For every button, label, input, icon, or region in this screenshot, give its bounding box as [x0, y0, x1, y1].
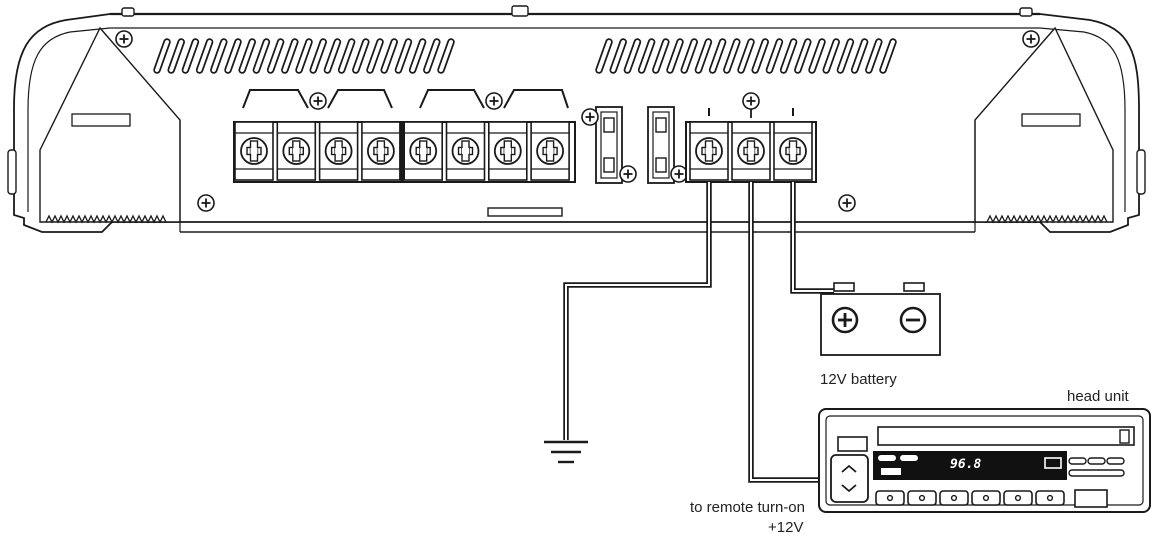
tune-rocker[interactable]	[830, 454, 869, 503]
preset-dot-icon	[1014, 494, 1022, 502]
ground-terminal	[689, 121, 729, 181]
bracket-screw-icon	[309, 92, 327, 110]
ground-wire	[563, 182, 712, 440]
speaker-bracket-right	[419, 89, 569, 110]
power-block-screw-icon	[742, 92, 760, 110]
preset-dot-icon	[1046, 494, 1054, 502]
amplifier	[7, 5, 1146, 233]
chevron-up-icon[interactable]	[841, 464, 857, 473]
power-wire	[790, 182, 834, 294]
power-terminal	[773, 121, 813, 181]
head-unit-display-frequency: 96.8	[950, 457, 982, 472]
head-unit	[818, 408, 1151, 513]
fuse-holder-1	[581, 106, 637, 184]
preset-dot-icon	[918, 494, 926, 502]
power-terminal-block	[685, 92, 817, 183]
remote-turn-on-label: to remote turn-on	[689, 499, 805, 516]
speaker-terminal	[360, 121, 401, 181]
head-unit-label: head unit	[1067, 388, 1129, 405]
speaker-terminal	[487, 121, 528, 181]
preset-buttons	[875, 490, 1065, 506]
speaker-terminal-block	[233, 121, 576, 183]
fuse-screw-icon	[581, 108, 599, 126]
fuse-holder-2	[647, 106, 688, 184]
battery	[820, 282, 941, 356]
speaker-terminal	[318, 121, 359, 181]
speaker-terminal	[276, 121, 317, 181]
chevron-down-icon[interactable]	[841, 484, 857, 493]
ground-symbol	[544, 440, 588, 464]
speaker-terminal	[445, 121, 486, 181]
remote-voltage-label: +12V	[768, 519, 804, 536]
remote-wire	[748, 182, 826, 483]
battery-label: 12V battery	[820, 371, 897, 388]
preset-dot-icon	[950, 494, 958, 502]
speaker-terminal	[234, 121, 274, 181]
bracket-screw-icon	[485, 92, 503, 110]
remote-terminal	[731, 121, 771, 181]
corner-screw-icon	[1022, 30, 1040, 48]
preset-dot-icon	[886, 494, 894, 502]
foot-serration-right	[986, 214, 1108, 224]
corner-screw-icon	[197, 194, 215, 212]
fuse-screw-icon	[670, 165, 688, 183]
speaker-bracket-left	[242, 89, 393, 110]
speaker-terminal	[530, 121, 570, 181]
preset-dot-icon	[982, 494, 990, 502]
speaker-terminal	[403, 121, 444, 181]
fuse-screw-icon	[619, 165, 637, 183]
corner-screw-icon	[838, 194, 856, 212]
foot-serration-left	[45, 214, 167, 224]
corner-screw-icon	[115, 30, 133, 48]
